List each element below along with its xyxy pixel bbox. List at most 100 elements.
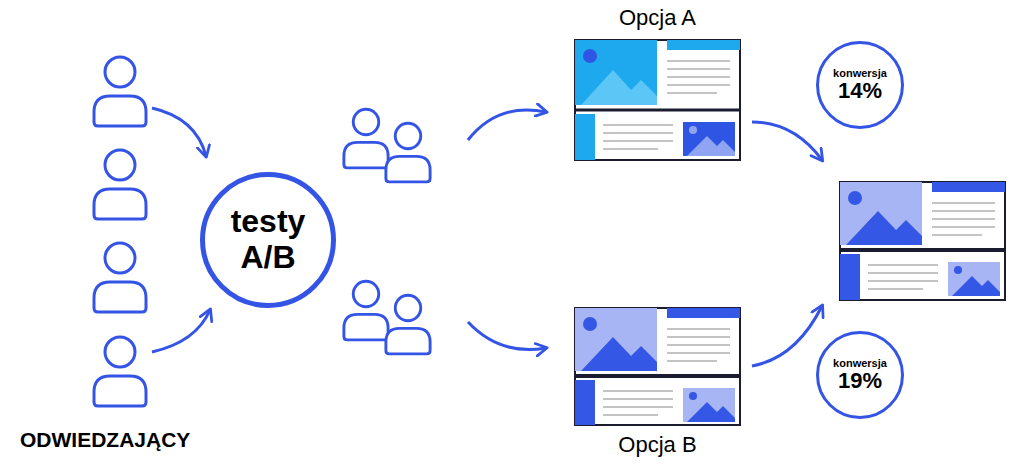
text-line: [603, 124, 673, 126]
flow-arrow: [752, 122, 822, 160]
text-line: [667, 336, 730, 338]
person-head: [395, 295, 421, 321]
person-head: [353, 109, 379, 135]
variant-page: Opcja A: [575, 40, 740, 160]
text-line: [667, 352, 730, 354]
text-line: [868, 272, 938, 274]
text-line: [667, 84, 730, 86]
variant-page: Opcja B: [575, 308, 740, 425]
conversion-label: konwersja: [833, 67, 887, 79]
person-icon: [94, 243, 146, 312]
text-line: [603, 406, 673, 408]
image-block: [575, 308, 657, 371]
image-sun: [848, 191, 862, 205]
image-block: [948, 262, 1000, 296]
person-icon: [386, 123, 430, 182]
page-mockup: [575, 40, 740, 160]
image-mountains: [687, 402, 735, 422]
flow-arrow: [752, 306, 822, 366]
person-head: [105, 150, 135, 180]
person-body: [94, 282, 146, 312]
person-body: [386, 156, 430, 182]
text-line: [667, 328, 730, 330]
header-bar: [932, 182, 1005, 192]
person-head: [353, 281, 379, 307]
image-mountains: [581, 337, 657, 371]
page-frame: [575, 308, 740, 425]
text-line: [932, 218, 995, 220]
conversion-circle: konwersja14%: [816, 41, 904, 129]
image-sun: [583, 317, 597, 331]
flow-arrow: [152, 310, 210, 352]
text-line: [667, 60, 730, 62]
person-head: [105, 337, 135, 367]
text-line: [932, 202, 995, 204]
conversion-value: 19%: [838, 369, 882, 393]
person-head: [105, 57, 135, 87]
text-line: [932, 234, 982, 236]
conversion-value: 14%: [838, 79, 882, 103]
text-line: [603, 398, 673, 400]
person-icon: [94, 150, 146, 219]
side-block: [840, 254, 860, 300]
page-frame: [575, 40, 740, 160]
text-line: [603, 390, 673, 392]
person-body: [344, 314, 388, 340]
text-line: [667, 360, 717, 362]
flow-arrow: [468, 110, 546, 140]
person-icon: [94, 57, 146, 126]
divider: [575, 109, 740, 112]
flow-arrow: [468, 322, 546, 350]
circle-shape: [818, 43, 903, 128]
text-line: [603, 132, 673, 134]
image-sun: [583, 49, 597, 63]
variant-heading: Opcja B: [535, 432, 780, 458]
image-sun: [954, 266, 962, 274]
text-line: [667, 92, 717, 94]
image-block: [683, 388, 735, 422]
page-mockup: [575, 308, 740, 425]
test-circle: testy A/B: [200, 172, 336, 308]
circle-shape: [818, 333, 903, 418]
person-body: [386, 328, 430, 354]
page-frame: [840, 182, 1005, 300]
text-line: [603, 140, 673, 142]
person-head: [395, 123, 421, 149]
text-line: [667, 344, 730, 346]
conversion-circle: konwersja19%: [816, 331, 904, 419]
image-mountains: [846, 211, 922, 245]
text-line: [868, 280, 938, 282]
person-head: [105, 243, 135, 273]
text-line: [603, 148, 658, 150]
side-block: [575, 380, 595, 425]
header-bar: [667, 308, 740, 318]
side-block: [575, 114, 595, 160]
circle-shape: [203, 175, 334, 306]
image-sun: [689, 392, 697, 400]
person-icon: [344, 281, 388, 340]
image-mountains: [952, 276, 1000, 296]
text-line: [932, 210, 995, 212]
text-line: [667, 68, 730, 70]
page-mockup: [840, 182, 1005, 300]
image-sun: [689, 126, 697, 134]
group-label: ODWIEDZAJĄCY: [20, 428, 190, 452]
flow-arrow: [152, 108, 206, 156]
divider: [575, 374, 740, 378]
person-body: [94, 189, 146, 219]
header-bar: [667, 40, 740, 50]
person-body: [94, 96, 146, 126]
text-line: [868, 288, 923, 290]
image-mountains: [581, 70, 657, 105]
image-block: [840, 182, 922, 245]
person-icon: [386, 295, 430, 354]
person-icon: [94, 337, 146, 406]
text-line: [667, 76, 730, 78]
image-mountains: [687, 136, 735, 156]
text-line: [603, 414, 658, 416]
image-block: [683, 122, 735, 156]
person-body: [94, 376, 146, 406]
conversion-label: konwersja: [833, 357, 887, 369]
text-line: [868, 264, 938, 266]
